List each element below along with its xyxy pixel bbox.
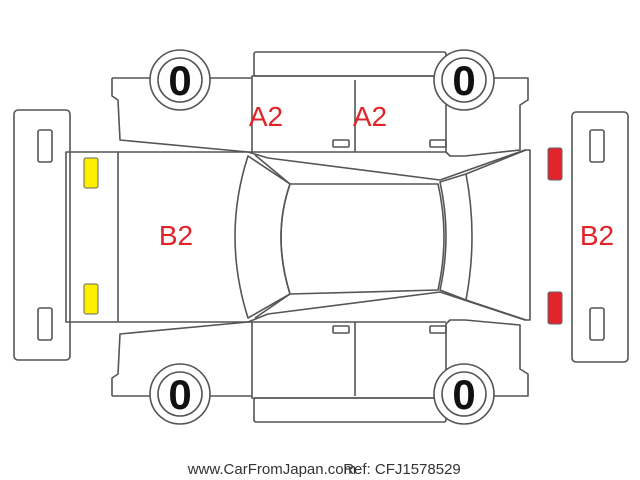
tire-rear-right-value: 0	[452, 371, 475, 418]
footer-ref: Ref: CFJ1578529	[343, 461, 461, 478]
damage-code-left-front-door: A2	[249, 101, 283, 132]
front-bumper	[13, 109, 71, 361]
rear-right-taillamp	[547, 291, 563, 325]
wheel-rear-left: 0	[433, 49, 495, 111]
rear-bumper	[571, 111, 629, 363]
damage-code-front-bumper: B2	[159, 220, 193, 251]
tire-front-right-value: 0	[168, 371, 191, 418]
wheel-front-left: 0	[149, 49, 211, 111]
tire-rear-left-value: 0	[452, 57, 475, 104]
wheel-front-right: 0	[149, 363, 211, 425]
front-left-headlamp	[83, 157, 99, 189]
front-right-headlamp	[83, 283, 99, 315]
tire-front-left-value: 0	[168, 57, 191, 104]
car-top-view	[65, 149, 531, 323]
wheel-rear-right: 0	[433, 363, 495, 425]
footer-credit: www.CarFromJapan.com Ref: CFJ1578529	[187, 461, 461, 478]
damage-code-rear-bumper: B2	[580, 220, 614, 251]
rear-left-taillamp	[547, 147, 563, 181]
damage-code-left-rear-door: A2	[353, 101, 387, 132]
footer-site: www.CarFromJapan.com	[187, 461, 356, 478]
